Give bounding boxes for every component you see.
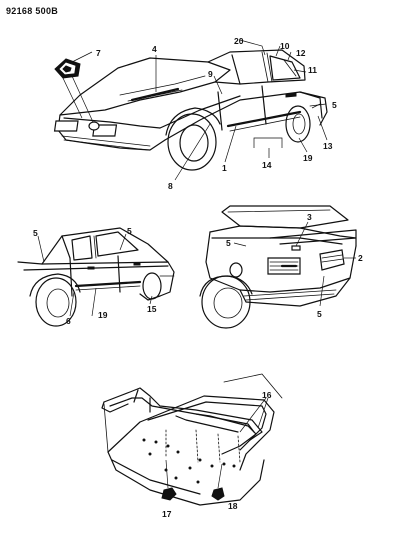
callout-11: 11 <box>308 65 317 75</box>
callout-16: 16 <box>262 390 272 400</box>
callout-9: 9 <box>208 69 213 79</box>
coupe-rear-view: 3 5 2 5 <box>199 205 363 329</box>
callout-19-sedan: 19 <box>98 310 108 320</box>
callout-5-top: 5 <box>332 100 337 110</box>
callout-4: 4 <box>152 44 157 54</box>
rear-wheel <box>285 105 311 143</box>
callout-2: 2 <box>358 253 363 263</box>
callout-15: 15 <box>147 304 157 314</box>
callout-3: 3 <box>307 212 312 222</box>
front-wheel <box>165 107 221 171</box>
callout-19-top: 19 <box>303 153 313 163</box>
callout-17: 17 <box>162 509 172 519</box>
sedan-side-view: 5 5 6 19 15 <box>17 226 175 327</box>
callout-8: 8 <box>168 181 173 191</box>
callout-14: 14 <box>262 160 272 170</box>
coupe-front-view: 7 4 20 10 12 11 9 5 13 1 14 19 8 <box>53 36 337 191</box>
callout-10: 10 <box>280 41 290 51</box>
callout-18: 18 <box>228 501 238 511</box>
callout-1: 1 <box>222 163 227 173</box>
deck-lid-spoiler-detail: 16 17 18 <box>101 373 283 519</box>
fastener-clip-icon <box>211 463 225 501</box>
callout-5-rear-bottom: 5 <box>317 309 322 319</box>
callout-5-sedan-right: 5 <box>127 226 132 236</box>
callout-6: 6 <box>66 316 71 326</box>
callout-13: 13 <box>323 141 333 151</box>
callout-5-sedan-left: 5 <box>33 228 38 238</box>
callout-20: 20 <box>234 36 244 46</box>
callout-5-rear-left: 5 <box>226 238 231 248</box>
pentastar-emblem-icon <box>54 58 81 79</box>
document-number: 92168 500B <box>6 6 58 16</box>
callout-7: 7 <box>96 48 101 58</box>
callout-12: 12 <box>296 48 306 58</box>
fastener-nut-icon <box>161 459 177 501</box>
